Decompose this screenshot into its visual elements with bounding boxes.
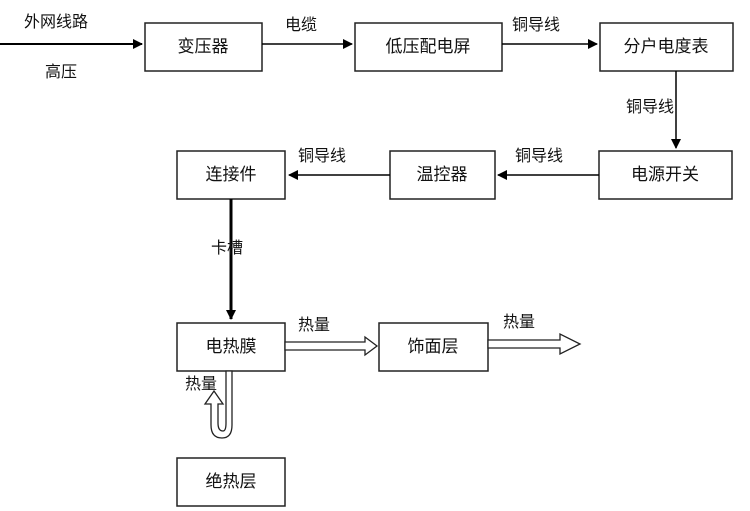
svg-text:分户电度表: 分户电度表 [624,37,709,57]
svg-text:温控器: 温控器 [417,165,468,185]
node-connector: 连接件 [176,150,286,200]
label-clip-slot: 卡槽 [211,238,243,257]
node-heating-film: 电热膜 [176,322,286,372]
svg-text:电源开关: 电源开关 [631,165,699,185]
hollow-arrow-finish-out [487,332,582,356]
hollow-arrow-film-to-finish [284,335,379,357]
label-external-line: 外网线路 [24,12,88,31]
label-high-voltage: 高压 [45,62,77,81]
node-thermostat: 温控器 [389,150,496,200]
svg-text:电热膜: 电热膜 [206,337,257,357]
node-household-meter: 分户电度表 [599,22,734,72]
svg-text:变压器: 变压器 [178,37,229,57]
svg-text:低压配电屏: 低压配电屏 [386,37,471,57]
label-copper-wire-4: 铜导线 [298,146,346,165]
node-insulation-layer: 绝热层 [176,457,286,507]
svg-text:绝热层: 绝热层 [206,472,257,492]
svg-text:连接件: 连接件 [206,165,257,185]
node-low-voltage-panel: 低压配电屏 [354,22,503,72]
label-copper-wire-3: 铜导线 [515,146,563,165]
svg-text:饰面层: 饰面层 [408,337,459,357]
node-finish-layer: 饰面层 [378,322,489,372]
label-copper-wire-2: 铜导线 [626,97,674,116]
label-heat-3: 热量 [185,374,217,393]
node-power-switch: 电源开关 [598,150,733,200]
label-heat-2: 热量 [503,312,535,331]
label-heat-1: 热量 [298,315,330,334]
node-transformer: 变压器 [144,22,263,72]
label-cable: 电缆 [285,15,317,34]
curved-hollow-arrow-film-insulation [203,370,233,439]
label-copper-wire-1: 铜导线 [512,15,560,34]
